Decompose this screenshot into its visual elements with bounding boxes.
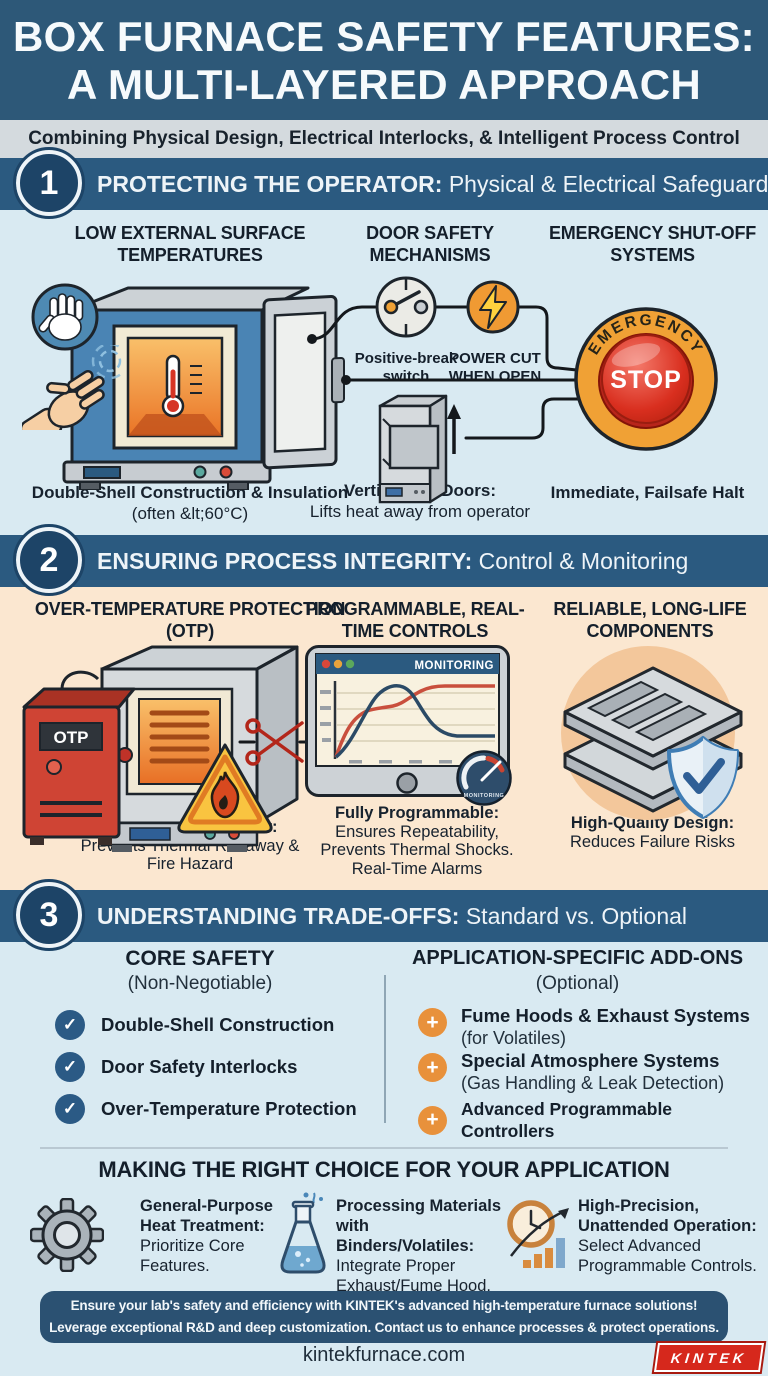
core-safety-title: CORE SAFETY [125, 947, 275, 970]
gear-icon [30, 1198, 104, 1272]
otp-label: OTP [54, 728, 89, 747]
addon-item-3: + Advanced Programmable Controllers [418, 1098, 766, 1142]
section2-banner: 2 ENSURING PROCESS INTEGRITY: Control & … [0, 524, 768, 596]
section1-title: PROTECTING THE OPERATOR: Physical & Elec… [97, 171, 768, 197]
s1-col1-title: LOW EXTERNAL SURFACE TEMPERATURES [74, 223, 306, 265]
section1-banner: 1 PROTECTING THE OPERATOR: Physical & El… [0, 147, 768, 219]
addon-item-2: + Special Atmosphere Systems (Gas Handli… [418, 1050, 766, 1094]
page-title: BOX FURNACE SAFETY FEATURES: A MULTI-LAY… [0, 0, 768, 109]
section1-number: 1 [39, 163, 59, 202]
section3-banner: 3 UNDERSTANDING TRADE-OFFS: Standard vs.… [0, 879, 768, 951]
power-cut-label: POWER CUT WHEN OPEN [448, 350, 542, 385]
s2-col2-caption: Fully Programmable: Ensures Repeatabilit… [320, 804, 514, 878]
plus-icon: + [418, 1008, 447, 1037]
fire-warning-icon [177, 743, 273, 834]
addons-title: APPLICATION-SPECIFIC ADD-ONS [411, 947, 744, 969]
s2-col3-title: RELIABLE, LONG-LIFE COMPONENTS [553, 599, 747, 641]
monitor-title: MONITORING [414, 660, 494, 672]
choice-item-1: General-Purpose Heat Treatment: Prioriti… [140, 1197, 273, 1275]
kintek-logo: KINTEK [653, 1343, 765, 1372]
shield-check-icon [667, 736, 739, 819]
furnace-door [262, 294, 345, 470]
positive-break-switch-icon [375, 276, 437, 338]
choice-item-2: Processing Materials with Binders/Volati… [336, 1197, 502, 1295]
core-safety-subtitle: (Non-Negotiable) [127, 973, 273, 994]
otp-cabinet: OTP [22, 687, 136, 845]
flask-icon [280, 1192, 326, 1274]
section3-number-badge: 3 [13, 879, 85, 951]
s2-col2-title: PROGRAMMABLE, REAL-TIME CONTROLS [305, 599, 525, 641]
subtitle-bar: Combining Physical Design, Electrical In… [0, 120, 768, 158]
section2-number: 2 [39, 540, 59, 579]
plus-icon: + [418, 1053, 447, 1082]
touching-hand-icon [22, 345, 122, 430]
section1-number-badge: 1 [13, 147, 85, 219]
header: BOX FURNACE SAFETY FEATURES: A MULTI-LAY… [0, 0, 768, 120]
gauge-label: MONITORING [464, 793, 505, 799]
thermometer-icon [161, 354, 202, 418]
s1-col3-caption: Immediate, Failsafe Halt [550, 483, 745, 502]
check-icon: ✓ [55, 1094, 85, 1124]
s1-col1-caption: Double-Shell Construction & Insulation (… [31, 483, 349, 523]
heating-plates-illustration [561, 646, 743, 820]
column-divider [384, 975, 386, 1123]
emergency-stop-button: EMERGENCY STOP [574, 307, 718, 451]
hand-icon [31, 283, 99, 351]
core-item-2: ✓ Door Safety Interlocks [55, 1052, 297, 1082]
s2-col3-caption: High-Quality Design: Reduces Failure Ris… [569, 814, 736, 851]
furnace-illustration [62, 286, 345, 490]
section3-title: UNDERSTANDING TRADE-OFFS: Standard vs. O… [97, 903, 688, 929]
gauge-icon: MONITORING [456, 750, 512, 806]
check-icon: ✓ [55, 1052, 85, 1082]
lift-arrow-icon [447, 404, 461, 454]
subtitle-text: Combining Physical Design, Electrical In… [28, 128, 740, 149]
monitoring-screen-illustration: MONITORING [305, 645, 510, 797]
cta-banner: Ensure your lab's safety and efficiency … [40, 1291, 728, 1343]
addon-item-1: + Fume Hoods & Exhaust Systems (for Vola… [418, 1005, 761, 1049]
website-url: kintekfurnace.com [302, 1344, 466, 1366]
section3-number: 3 [39, 895, 59, 934]
stop-button-text: STOP [610, 366, 682, 394]
choice-item-3: High-Precision, Unattended Operation: Se… [578, 1197, 757, 1275]
core-item-3: ✓ Over-Temperature Protection [55, 1094, 357, 1124]
check-icon: ✓ [55, 1010, 85, 1040]
s2-col1-title: OVER-TEMPERATURE PROTECTION (OTP) [34, 599, 346, 641]
plus-icon: + [418, 1105, 447, 1135]
cta-line2: Leverage exceptional R&D and deep custom… [49, 1320, 719, 1335]
page-title-line1: BOX FURNACE SAFETY FEATURES: [13, 13, 755, 60]
page-title-line2: A MULTI-LAYERED APPROACH [66, 61, 702, 108]
section2-title: ENSURING PROCESS INTEGRITY: Control & Mo… [97, 548, 689, 574]
section2-number-badge: 2 [13, 524, 85, 596]
addons-subtitle: (Optional) [535, 973, 620, 994]
cta-line1: Ensure your lab's safety and efficiency … [70, 1298, 698, 1313]
s1-col2-title: DOOR SAFETY MECHANISMS [366, 223, 494, 265]
otp-controller-illustration: OTP [22, 645, 312, 852]
vertical-lift-door-illustration [378, 394, 461, 504]
clock-chart-icon [507, 1200, 569, 1268]
core-item-1: ✓ Double-Shell Construction [55, 1010, 334, 1040]
section-divider [40, 1147, 728, 1149]
choice-title: MAKING THE RIGHT CHOICE FOR YOUR APPLICA… [98, 1157, 670, 1182]
s1-col3-title: EMERGENCY SHUT-OFF SYSTEMS [548, 223, 757, 265]
lightning-icon [466, 280, 520, 334]
